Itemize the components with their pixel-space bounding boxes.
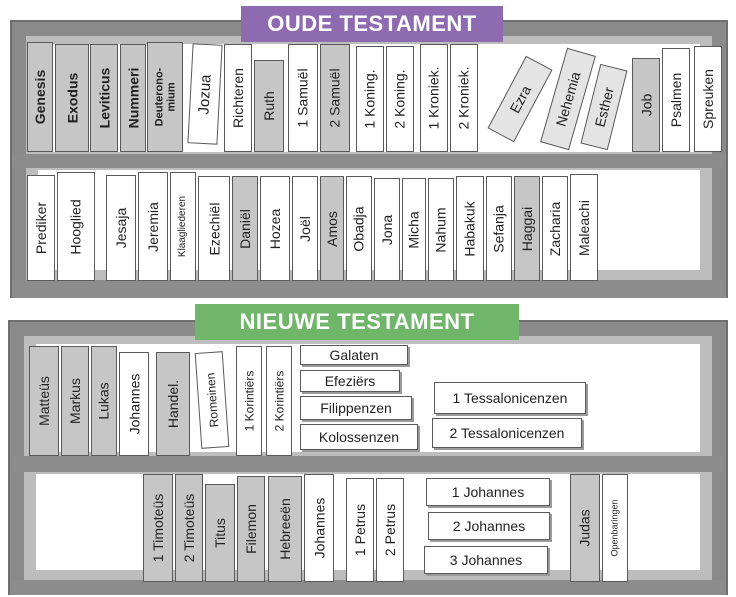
book-1-timoteus[interactable]: 1 Timoteüs [143,474,173,582]
shelf-divider [12,154,726,168]
book-2-samuel[interactable]: 2 Samuël [320,44,350,152]
book-hooglied[interactable]: Hooglied [57,172,95,281]
book-prediker[interactable]: Prediker [27,175,55,281]
book-jona[interactable]: Jona [374,178,400,281]
book-johannes-letter[interactable]: Johannes [304,474,334,582]
book-nahum[interactable]: Nahum [428,178,454,281]
book-maleachi[interactable]: Maleachi [570,174,598,281]
book-3-johannes[interactable]: 3 Johannes [424,546,548,574]
book-hozea[interactable]: Hozea [260,176,290,281]
book-zacharia[interactable]: Zacharia [542,176,568,281]
book-markus[interactable]: Markus [61,346,89,456]
book-richteren[interactable]: Richteren [224,44,252,152]
book-efeziers[interactable]: Efeziërs [300,370,400,392]
book-jeremia[interactable]: Jeremia [138,172,168,281]
book-2-petrus[interactable]: 2 Petrus [376,478,404,582]
book-job[interactable]: Job [632,58,660,152]
book-haggai[interactable]: Haggai [514,176,540,281]
book-klaagliederen[interactable]: Klaagliederen [170,172,196,281]
book-1-koningen[interactable]: 1 Koning. [356,46,384,152]
book-exodus[interactable]: Exodus [55,44,89,152]
book-micha[interactable]: Micha [402,178,426,281]
book-sefanja[interactable]: Sefanja [486,176,512,281]
book-kolossenzen[interactable]: Kolossenzen [300,424,418,450]
book-2-kronieken[interactable]: 2 Kroniek. [450,44,478,152]
book-hebreeen[interactable]: Hebreeën [268,476,302,582]
book-2-tessalonicenzen[interactable]: 2 Tessalonicenzen [432,418,582,448]
book-daniel[interactable]: Daniël [232,176,258,281]
book-spreuken[interactable]: Spreuken [694,46,722,152]
book-1-tessalonicenzen[interactable]: 1 Tessalonicenzen [434,382,586,414]
book-ruth[interactable]: Ruth [254,60,284,152]
book-1-johannes[interactable]: 1 Johannes [426,478,550,506]
book-jesaja[interactable]: Jesaja [106,175,136,281]
book-jozua[interactable]: Jozua [187,43,223,145]
book-handelingen[interactable]: Handel. [156,352,190,456]
book-2-koningen[interactable]: 2 Koning. [386,46,414,152]
book-2-korintiers[interactable]: 2 Korintiërs [266,346,292,456]
book-deuteronomium[interactable]: Deuterono- mium [147,42,183,152]
book-1-samuel[interactable]: 1 Samuël [288,44,318,152]
book-obadja[interactable]: Obadja [346,176,372,281]
book-johannes-gospel[interactable]: Johannes [119,352,149,456]
book-amos[interactable]: Amos [320,176,344,281]
book-1-korintiers[interactable]: 1 Korintiërs [236,346,262,456]
book-2-timoteus[interactable]: 2 Timoteüs [175,474,203,582]
book-leviticus[interactable]: Leviticus [90,44,118,152]
book-psalmen[interactable]: Psalmen [662,48,690,152]
book-lukas[interactable]: Lukas [91,346,117,456]
book-ezechiel[interactable]: Ezechiël [198,176,230,281]
book-genesis[interactable]: Genesis [27,42,53,152]
book-1-petrus[interactable]: 1 Petrus [346,478,374,582]
book-filippenzen[interactable]: Filippenzen [300,396,412,420]
book-nummeri[interactable]: Nummeri [120,44,146,152]
book-1-kronieken[interactable]: 1 Kroniek. [420,44,448,152]
book-judas[interactable]: Judas [570,474,600,582]
shelf-divider [10,456,726,472]
book-filemon[interactable]: Filemon [237,476,265,582]
old-testament-title: OUDE TESTAMENT [241,6,503,42]
book-matteus[interactable]: Matteüs [29,346,59,456]
book-titus[interactable]: Titus [205,484,235,582]
book-joel[interactable]: Joël [292,176,318,281]
new-testament-title: NIEUWE TESTAMENT [195,304,519,340]
book-openbaringen[interactable]: Openbaringen [602,474,628,582]
book-2-johannes[interactable]: 2 Johannes [428,512,550,540]
book-habakuk[interactable]: Habakuk [456,176,484,281]
book-galaten[interactable]: Galaten [300,345,408,365]
